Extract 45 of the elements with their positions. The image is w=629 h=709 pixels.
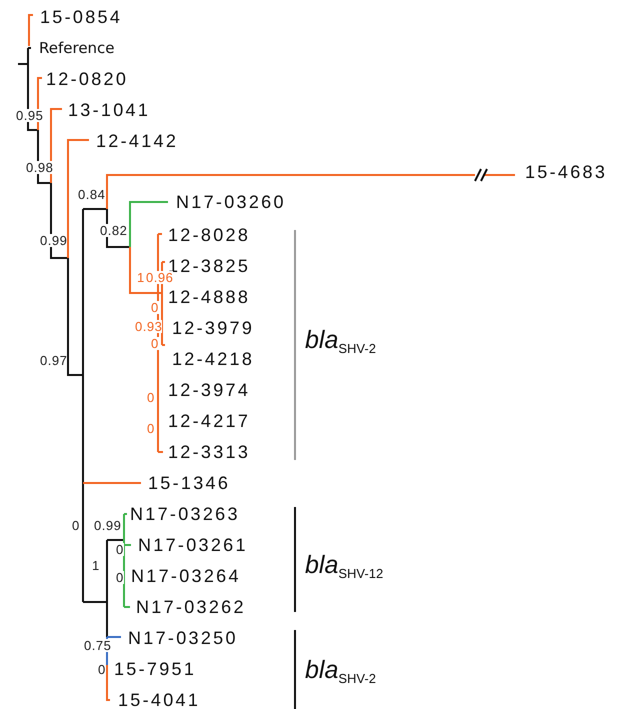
support-value: 0 xyxy=(116,542,124,556)
leaf-label: N17-03263 xyxy=(130,505,240,523)
leaf-label: 15-4683 xyxy=(525,163,608,181)
leaf-label: 15-4041 xyxy=(118,691,200,709)
support-value: 0.96 xyxy=(146,270,174,284)
support-value: 0 xyxy=(147,390,155,404)
support-value: 0.95 xyxy=(16,108,44,122)
leaf-label: Reference xyxy=(39,40,115,56)
leaf-label: 15-1346 xyxy=(148,474,230,492)
support-value: 0.99 xyxy=(40,234,68,246)
support-value: 0 xyxy=(72,518,80,532)
leaf-label: 12-4217 xyxy=(168,412,250,430)
leaf-label: 13-1041 xyxy=(68,101,150,119)
support-value: 1 xyxy=(92,558,100,572)
clade-label: bla$_{SHV-2}$ xyxy=(305,325,376,357)
leaf-label: N17-03264 xyxy=(131,567,241,585)
leaf-label: 15-0854 xyxy=(40,8,122,26)
support-value: 0.98 xyxy=(26,160,54,174)
support-value: 0 xyxy=(151,336,159,350)
clade-label: bla$_{SHV-2}$ xyxy=(305,655,376,687)
leaf-label: 15-7951 xyxy=(114,660,196,678)
support-value: 0 xyxy=(151,300,159,314)
leaf-label: 12-3974 xyxy=(168,381,250,399)
leaf-label: 12-0820 xyxy=(46,70,128,88)
leaf-label: 12-3313 xyxy=(168,443,250,461)
leaf-label: 12-4142 xyxy=(96,132,178,150)
leaf-label: 12-8028 xyxy=(168,226,250,244)
support-value: 0 xyxy=(98,662,106,676)
leaf-label: 12-3979 xyxy=(172,319,254,337)
clade-label: bla$_{SHV-12}$ xyxy=(305,550,384,582)
leaf-label: N17-03250 xyxy=(128,629,238,647)
support-value: 0.97 xyxy=(40,354,68,366)
leaf-label: N17-03260 xyxy=(176,193,286,211)
leaf-label: 12-4218 xyxy=(172,350,254,368)
support-value: 1 xyxy=(137,270,145,284)
support-value: 0.84 xyxy=(78,188,106,200)
support-value: 0.93 xyxy=(135,320,162,332)
support-value: 0.99 xyxy=(94,518,122,532)
leaf-label: 12-4888 xyxy=(168,288,250,306)
support-value: 0 xyxy=(147,422,155,434)
leaf-label: N17-03261 xyxy=(138,536,248,554)
leaf-label: N17-03262 xyxy=(136,598,246,616)
support-value: 0 xyxy=(116,570,124,584)
support-value: 0.75 xyxy=(84,638,112,652)
support-value: 0.82 xyxy=(100,224,128,236)
